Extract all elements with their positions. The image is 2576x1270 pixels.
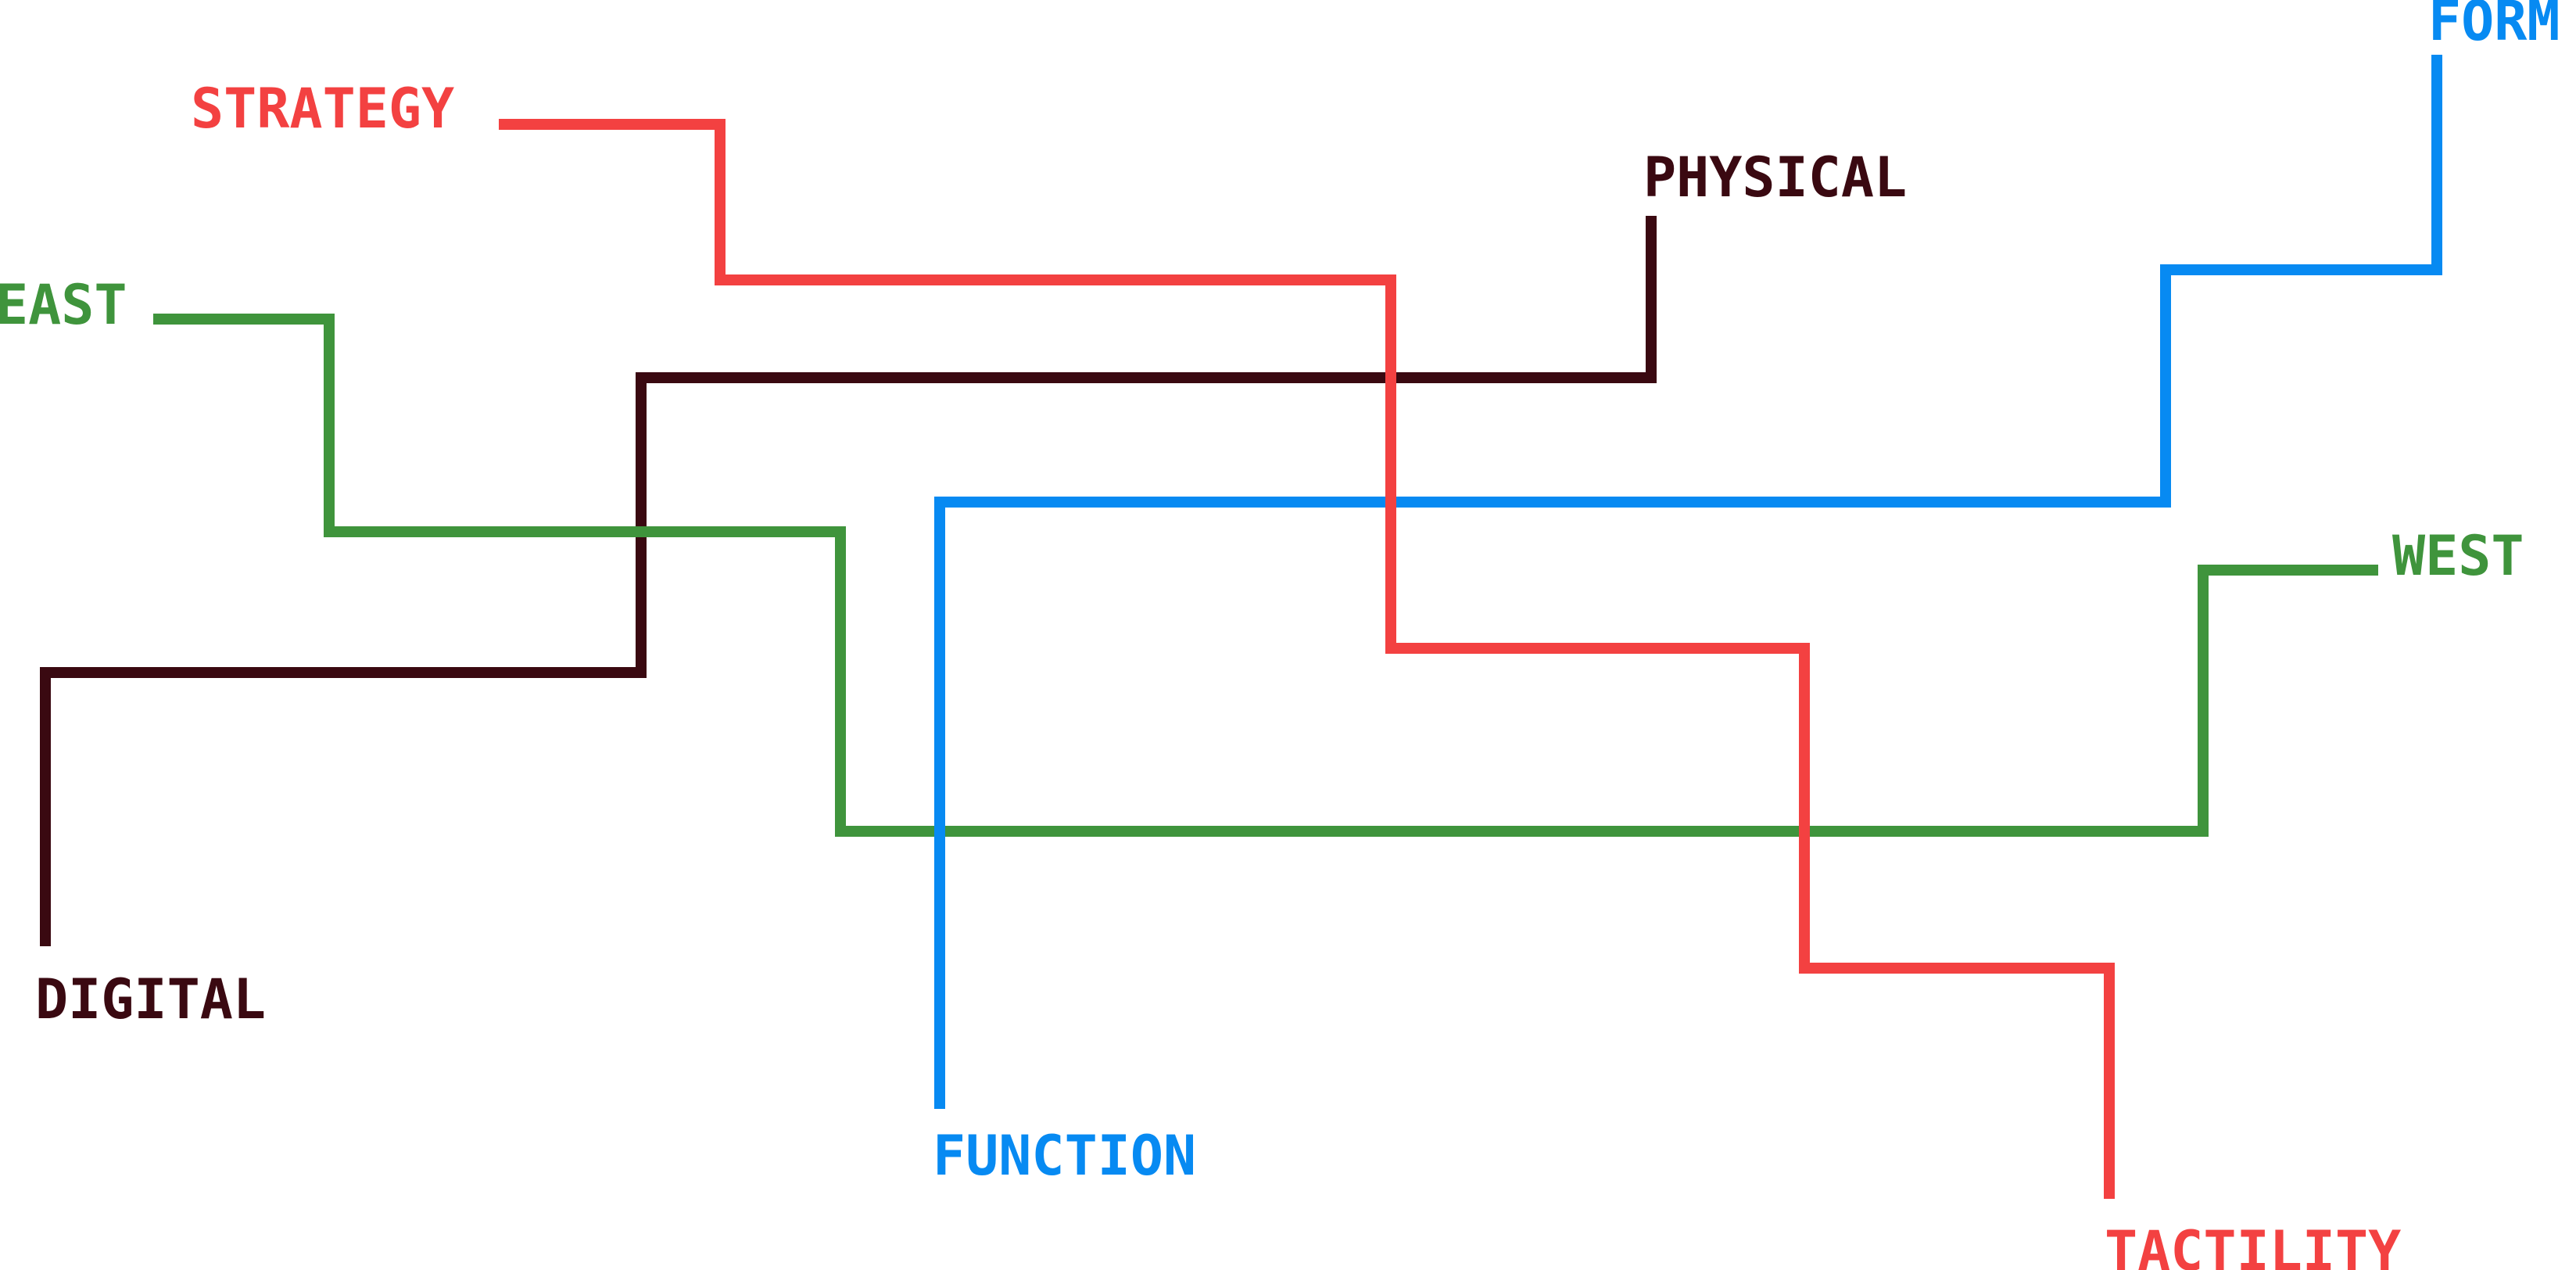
- strategy-label: STRATEGY: [191, 77, 454, 141]
- east-west-route: [153, 314, 2378, 837]
- physical-label: PHYSICAL: [1643, 145, 1907, 210]
- tactility-label: TACTILITY: [2105, 1219, 2401, 1270]
- physical-digital-route: [40, 216, 1657, 946]
- digital-label: DIGITAL: [35, 967, 266, 1031]
- west-label: WEST: [2392, 524, 2524, 588]
- form-label: FORM: [2428, 0, 2560, 53]
- form-function-route: [934, 55, 2442, 1109]
- east-label: EAST: [0, 273, 127, 337]
- function-label: FUNCTION: [933, 1124, 1196, 1188]
- strategy-tactility-route: [499, 119, 2115, 1199]
